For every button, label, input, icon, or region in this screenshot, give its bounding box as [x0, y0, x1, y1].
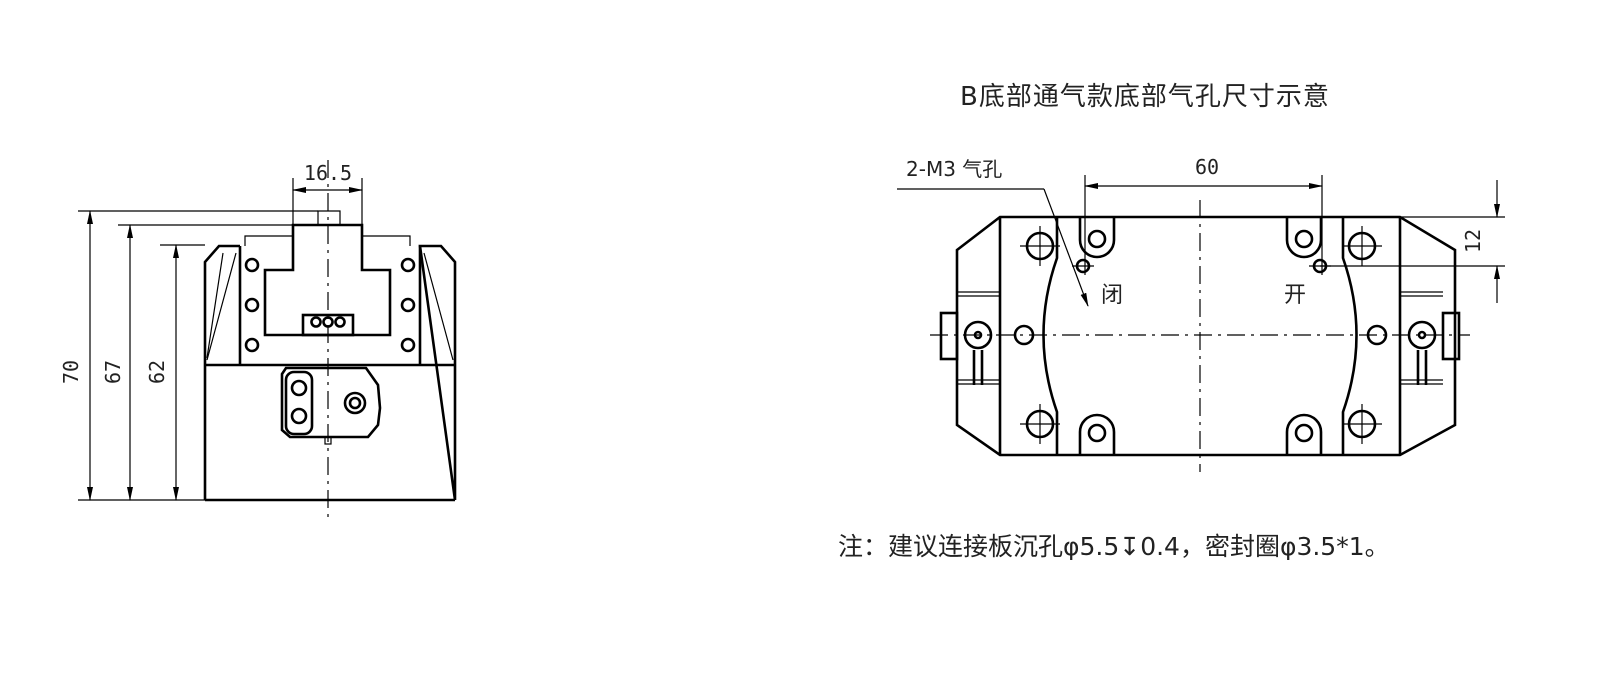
- gripper-body: [203, 210, 457, 502]
- bracket: [280, 366, 382, 445]
- drawing-title: B底部通气款底部气孔尺寸示意: [960, 82, 1330, 112]
- drawing-note: 注：建议连接板沉孔φ5.5↧0.4，密封圈φ3.5*1。: [838, 532, 1390, 561]
- dim-62: 62: [145, 360, 169, 384]
- front-view: 16.5 70 67 62: [59, 160, 457, 522]
- air-holes: [1072, 258, 1331, 274]
- leader-label-air-hole: 2-M3 气孔: [906, 157, 1002, 181]
- dim-70: 70: [59, 360, 83, 384]
- mounting-holes: [244, 257, 416, 353]
- bottom-view: 60 12 2-M3 气孔 闭 开: [897, 155, 1505, 472]
- dimensions-bottom: 60 12 2-M3 气孔 闭 开: [897, 155, 1505, 308]
- label-close: 闭: [1101, 283, 1123, 308]
- dim-16-5: 16.5: [304, 161, 352, 185]
- slot-holes: [1078, 217, 1323, 455]
- dim-67: 67: [101, 360, 125, 384]
- side-tab-right: [1441, 311, 1461, 361]
- dim-60: 60: [1195, 155, 1219, 179]
- dimensions-front: 16.5 70 67 62: [59, 161, 363, 501]
- connector: [301, 313, 355, 337]
- label-open: 开: [1284, 283, 1306, 308]
- dim-12: 12: [1461, 229, 1485, 253]
- gripper-base: [939, 215, 1461, 457]
- side-tab-left: [939, 311, 959, 361]
- corner-holes: [1020, 226, 1382, 444]
